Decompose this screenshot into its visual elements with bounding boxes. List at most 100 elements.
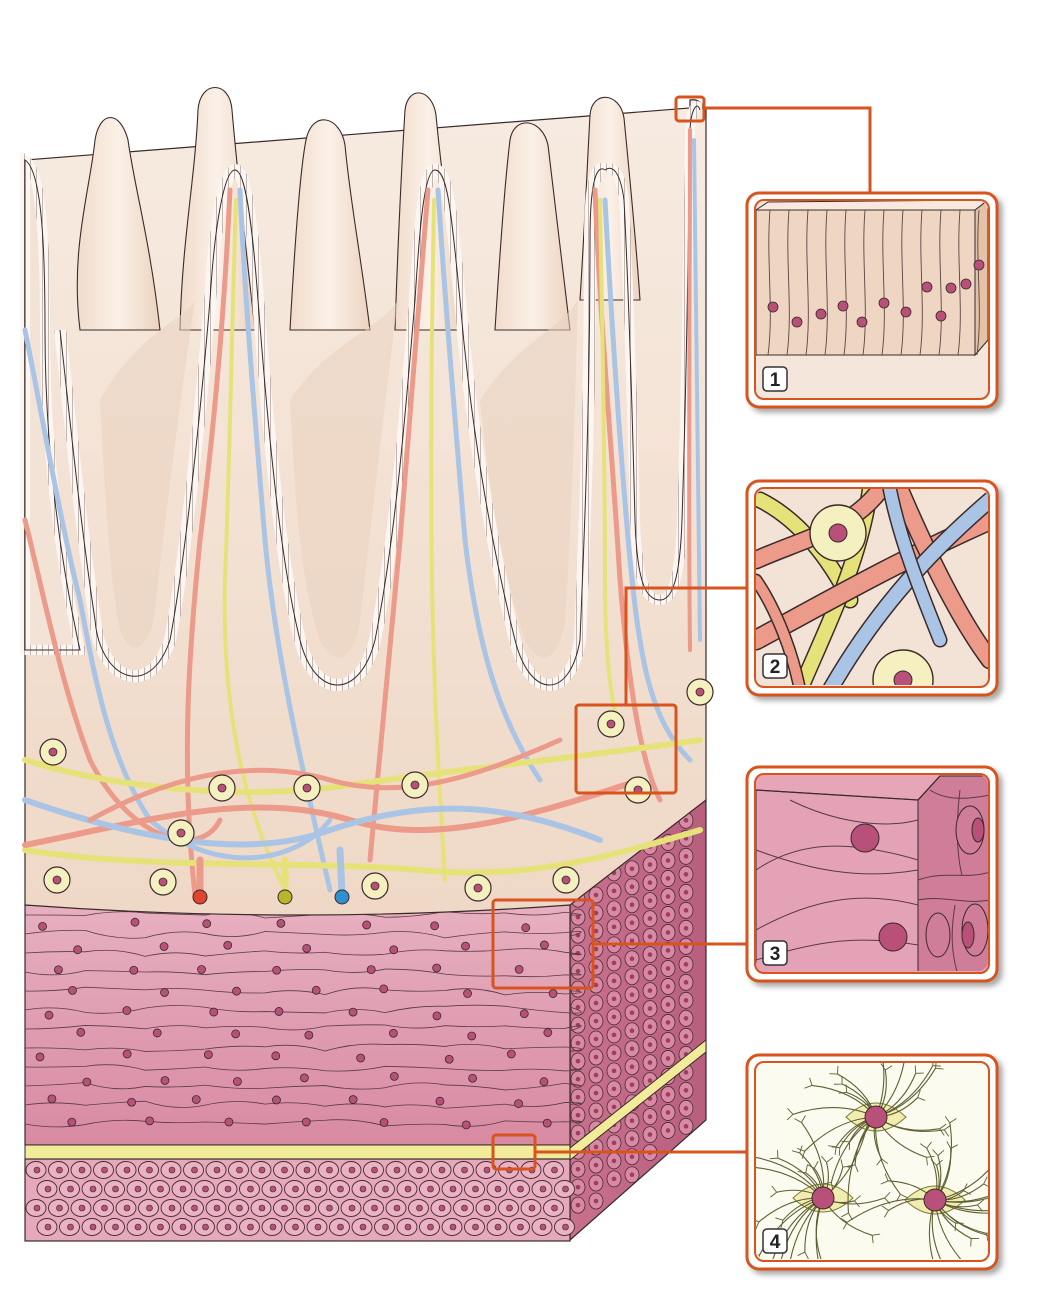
muscle-nucleus <box>514 1099 523 1109</box>
circular-muscle-nucleus <box>303 1204 311 1212</box>
side-muscle-nucleus <box>647 1114 653 1119</box>
circular-muscle-nucleus <box>78 1166 86 1174</box>
muscle-fiber-line <box>24 1119 582 1128</box>
side-muscle-nucleus <box>611 1104 617 1110</box>
side-muscle-nucleus <box>611 1050 617 1056</box>
muscle-nucleus <box>444 1054 454 1064</box>
side-muscle-nucleus <box>575 1166 581 1172</box>
side-muscle-nucleus <box>629 902 635 908</box>
side-muscle-nucleus <box>647 1024 653 1029</box>
muscle-fiber-line <box>24 948 582 957</box>
circular-muscle-nucleus <box>506 1204 513 1212</box>
epithelial-cell-wall <box>824 209 828 356</box>
muscle-nucleus <box>467 1031 477 1041</box>
circular-muscle-nucleus <box>224 1185 232 1193</box>
inset-3-number: 3 <box>770 944 781 965</box>
circular-muscle-nucleus <box>89 1185 97 1193</box>
side-muscle-nucleus <box>611 924 617 930</box>
circular-muscle-nucleus <box>326 1204 333 1212</box>
epithelial-nucleus <box>878 297 890 309</box>
side-muscle-nucleus <box>647 952 653 957</box>
submucosal-nerve-b <box>22 827 703 876</box>
ganglion-nucleus <box>302 783 312 793</box>
muscle-nucleus <box>430 921 439 931</box>
artery-2 <box>367 187 431 863</box>
epithelial-nucleus <box>856 316 868 328</box>
side-muscle-nucleus <box>683 854 689 859</box>
ganglion-nucleus <box>52 875 62 885</box>
circular-muscle-nucleus <box>494 1223 502 1231</box>
circular-muscle-nucleus <box>472 1223 479 1231</box>
neural-branch <box>970 1238 980 1247</box>
side-muscle-nucleus <box>647 1060 653 1065</box>
side-muscle-nucleus <box>593 1180 599 1186</box>
circular-muscle-nucleus <box>269 1185 277 1193</box>
muscle-nucleus <box>233 1077 242 1086</box>
circular-muscle-nucleus <box>483 1166 491 1174</box>
circular-muscle-nucleus <box>247 1185 254 1193</box>
side-muscle-nucleus <box>611 996 617 1002</box>
side-muscle-nucleus <box>611 960 617 966</box>
neural-branch <box>919 1141 932 1149</box>
circular-muscle-nucleus <box>78 1204 86 1212</box>
circular-muscle-nucleus <box>539 1223 547 1231</box>
neural-branch <box>756 1218 760 1230</box>
side-muscle-nucleus <box>647 1078 653 1083</box>
muscle-layer-front <box>24 904 571 1146</box>
muscle-nucleus <box>122 1006 132 1015</box>
muscle-nucleus <box>463 989 472 998</box>
circular-muscle-nucleus <box>56 1204 63 1212</box>
muscle-nucleus <box>191 1095 201 1104</box>
circular-muscle-nucleus <box>303 1166 311 1174</box>
muscle-nucleus <box>152 1028 162 1038</box>
inset-4-number: 4 <box>770 1232 781 1253</box>
side-muscle-nucleus <box>593 1108 599 1114</box>
muscle-nucleus <box>232 986 241 996</box>
side-muscle-nucleus <box>629 1136 635 1142</box>
side-muscle-nucleus <box>611 1014 617 1020</box>
neural-branch <box>786 1108 794 1121</box>
muscle-nucleus <box>197 965 206 974</box>
epithelial-nucleus <box>921 281 933 293</box>
neural-branch <box>881 1205 889 1218</box>
neural-branch <box>917 1089 926 1101</box>
epithelial-cell-wall <box>938 209 942 356</box>
circular-muscle-nucleus <box>191 1204 198 1212</box>
circular-muscle-nucleus <box>157 1185 164 1193</box>
circular-muscle-nucleus <box>382 1223 389 1231</box>
circular-muscle-nucleus <box>202 1223 209 1231</box>
neural-branch <box>797 1164 808 1174</box>
side-muscle-nucleus <box>647 1042 653 1047</box>
side-muscle-nucleus <box>575 1130 581 1136</box>
muscle-nucleus <box>362 920 372 930</box>
neural-branch <box>828 1145 837 1155</box>
circular-muscle-nucleus <box>213 1204 221 1212</box>
epithelial-nucleus <box>935 310 947 322</box>
circular-muscle-nucleus <box>562 1185 569 1193</box>
side-muscle-nucleus <box>593 910 599 916</box>
side-muscle-nucleus <box>665 1128 671 1133</box>
circular-muscle-nucleus <box>551 1166 558 1174</box>
muscle-nucleus <box>348 1095 358 1104</box>
epithelial-nucleus <box>837 300 849 312</box>
vein-end <box>334 889 350 905</box>
neural-branch <box>780 1286 791 1293</box>
muscle-nucleus <box>73 945 83 955</box>
circular-muscle-nucleus <box>44 1185 52 1193</box>
circular-muscle-nucleus <box>562 1223 569 1231</box>
side-muscle-nucleus <box>629 884 635 890</box>
muscle-nucleus <box>514 965 524 974</box>
neural-branch <box>932 1149 945 1156</box>
side-muscle-nucleus <box>593 1090 599 1096</box>
tissue-block <box>20 86 714 1242</box>
neural-branch <box>854 1195 861 1208</box>
side-muscle-nucleus <box>593 1162 599 1168</box>
circular-muscle-nucleus <box>168 1166 176 1174</box>
neural-branch <box>935 1280 946 1286</box>
side-muscle-nucleus <box>593 982 599 988</box>
side-muscle-nucleus <box>683 908 689 913</box>
neural-branch <box>823 1294 834 1300</box>
side-muscle-nucleus <box>683 1106 689 1111</box>
muscle-nucleus <box>379 1118 389 1127</box>
side-muscle-nucleus <box>647 1132 653 1137</box>
